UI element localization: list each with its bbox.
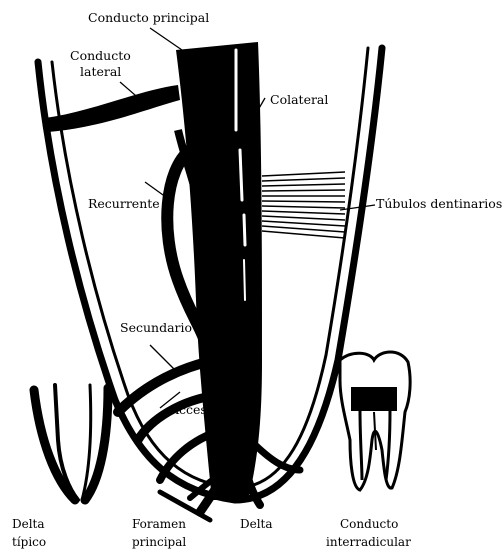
- label-delta: Delta: [240, 517, 273, 531]
- label-secundario: Secundario: [120, 320, 192, 335]
- dentinal-tubules: [262, 172, 345, 238]
- lateral-canal: [45, 85, 180, 132]
- label-delta-tipico-1: Delta: [12, 517, 45, 531]
- label-accesorio: Accesorio: [169, 402, 232, 417]
- label-interradicular-1: Conducto: [340, 517, 398, 531]
- label-interradicular-2: interradicular: [326, 535, 411, 549]
- label-conducto-principal: Conducto principal: [88, 10, 209, 25]
- label-colateral: Colateral: [270, 92, 328, 107]
- label-conducto-lateral-2: lateral: [80, 64, 121, 79]
- label-recurrente: Recurrente: [88, 196, 160, 211]
- label-tubulos: Túbulos dentinarios: [376, 196, 502, 211]
- typical-delta-figure: [34, 385, 108, 500]
- label-foramen-2: principal: [132, 535, 186, 549]
- label-conducto-lateral-1: Conducto: [70, 48, 131, 63]
- label-foramen-1: Foramen: [132, 517, 186, 531]
- label-delta-tipico-2: típico: [12, 535, 46, 549]
- molar-figure: [340, 352, 410, 490]
